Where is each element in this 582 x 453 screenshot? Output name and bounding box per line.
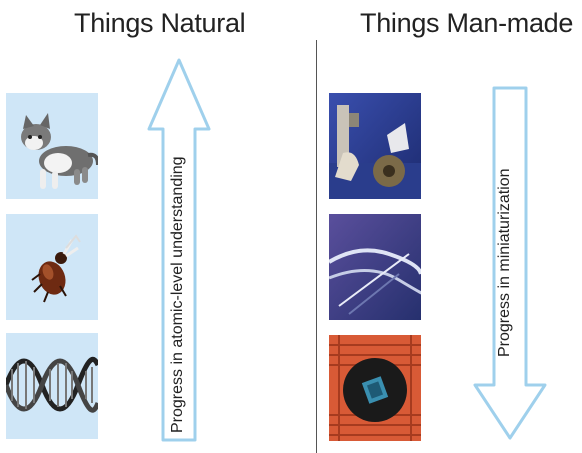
- dna-helix-image: [6, 333, 98, 439]
- optical-fiber-image: [329, 214, 421, 320]
- miniaturization-label: Progress in miniaturization: [496, 168, 513, 357]
- things-natural-heading: Things Natural: [74, 8, 246, 38]
- machine-parts-image: [329, 93, 421, 199]
- things-manmade-heading: Things Man-made: [360, 8, 574, 38]
- atomic-understanding-label: Progress in atomic-level understanding: [169, 156, 186, 433]
- beetle-image: [6, 214, 98, 320]
- down-arrow-icon: [473, 86, 547, 440]
- microchip-image: [329, 335, 421, 441]
- up-arrow-icon: [147, 58, 211, 442]
- column-divider: [316, 40, 317, 453]
- kitten-image: [6, 93, 98, 199]
